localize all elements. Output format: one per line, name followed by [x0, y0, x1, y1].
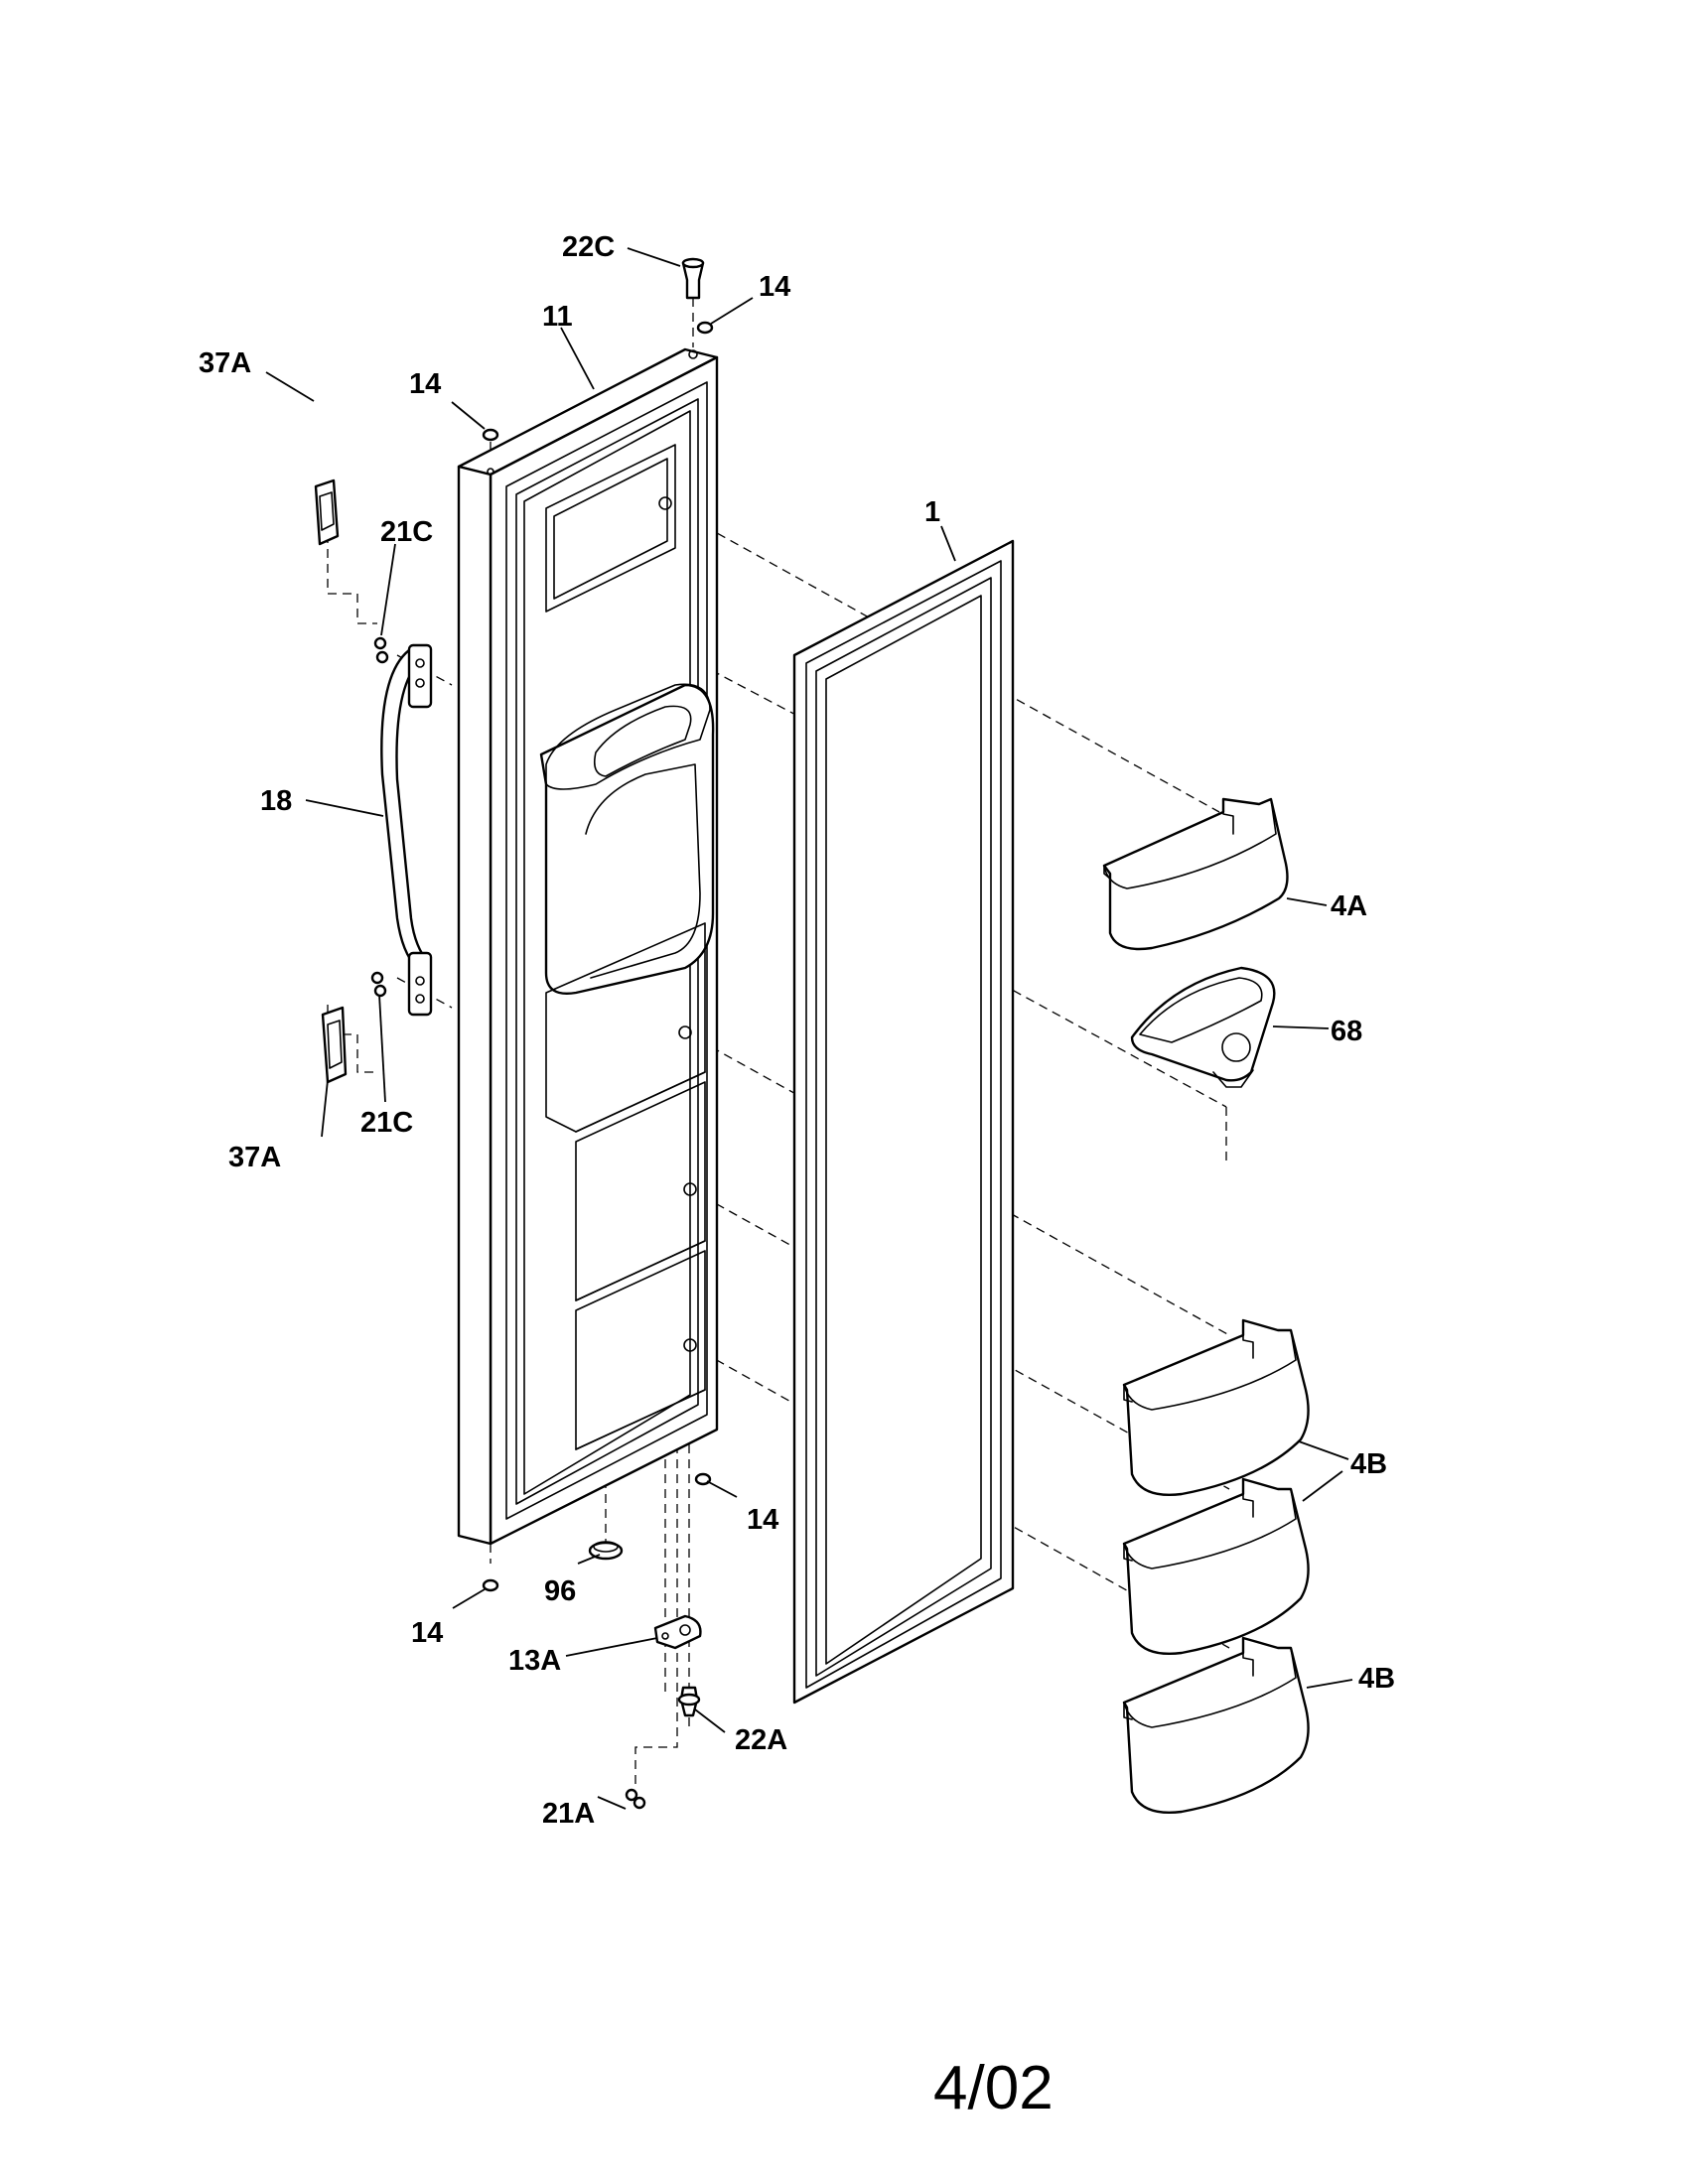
- leader-lines: [265, 247, 1353, 1810]
- hinge-pin-bottom: [677, 1686, 701, 1717]
- label-1: 1: [924, 496, 940, 528]
- revision-date: 4/02: [933, 2054, 1054, 2122]
- plug-top-left: [482, 428, 499, 442]
- label-21a: 21A: [542, 1798, 595, 1830]
- door-bin-lower-2: [1122, 1477, 1310, 1655]
- label-14-top-left: 14: [409, 368, 441, 400]
- label-37a-top: 37A: [199, 347, 251, 379]
- label-4b-pair: 4B: [1350, 1448, 1387, 1480]
- plug-bottom-left: [482, 1578, 499, 1592]
- label-18: 18: [260, 785, 292, 817]
- plug-bottom-right: [694, 1472, 712, 1486]
- label-37a-bottom: 37A: [228, 1142, 281, 1173]
- label-4b-bottom: 4B: [1358, 1663, 1395, 1695]
- door-handle: [380, 643, 433, 1017]
- handle-screws-upper: [373, 636, 389, 664]
- label-14-bottom-right: 14: [747, 1504, 778, 1536]
- door-bin-upper: [1102, 797, 1289, 951]
- label-14-bottom-left: 14: [411, 1617, 443, 1649]
- door-liner: [792, 539, 1015, 1705]
- label-22a: 22A: [735, 1724, 787, 1756]
- label-14-top-right: 14: [759, 271, 790, 303]
- hinge-bracket: [653, 1614, 702, 1650]
- handle-cap-bottom: [321, 1006, 348, 1084]
- label-21c-lower: 21C: [360, 1107, 413, 1139]
- label-11: 11: [542, 301, 573, 333]
- label-68: 68: [1331, 1016, 1362, 1047]
- hinge-pin-top: [681, 257, 705, 300]
- label-4a: 4A: [1331, 890, 1367, 922]
- label-13a: 13A: [508, 1645, 561, 1677]
- hinge-screws: [625, 1788, 646, 1810]
- handle-cap-top: [314, 478, 340, 546]
- label-22c: 22C: [562, 231, 615, 263]
- door-bin-bottom: [1122, 1636, 1310, 1814]
- label-96: 96: [544, 1575, 576, 1607]
- door-bin-lower-1: [1122, 1318, 1310, 1496]
- handle-screws-lower: [370, 971, 387, 998]
- dairy-cup: [1130, 966, 1276, 1088]
- door-assembly: [457, 347, 719, 1546]
- label-21c-upper: 21C: [380, 516, 433, 548]
- plug-top-right: [696, 321, 714, 335]
- callout-labels: 22C 14 11 14 37A 21C 1 18 4A 68 21C 37A …: [199, 231, 1395, 1830]
